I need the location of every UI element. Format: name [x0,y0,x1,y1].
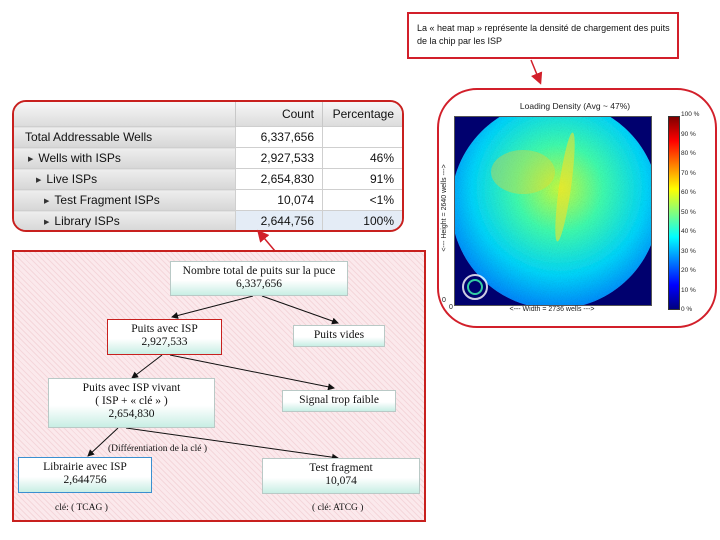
arrow-isp-to-weak [169,354,335,391]
row-label-expandable[interactable]: ▶ Live ISPs [14,168,236,190]
table-row: ▶ Live ISPs 2,654,830 91% [14,168,402,190]
row-label-expandable[interactable]: ▶ Wells with ISPs [14,147,236,169]
heatmap-plot [454,116,652,306]
key-differentiation-label: (Différentiation de la clé ) [108,444,207,454]
node-wells-with-isp: Puits avec ISP 2,927,533 [107,319,222,355]
expand-triangle-icon[interactable]: ▶ [44,219,50,226]
colorbar-tick: 90 % [681,130,696,138]
node-label: Librairie avec ISP [43,461,127,473]
colorbar-tick: 60 % [681,189,696,196]
colorbar-tick: 40 % [681,228,696,235]
heatmap-colorbar [668,116,680,310]
node-label: Puits avec ISP vivant [82,382,181,394]
colorbar-tick: 70 % [681,169,696,177]
row-percentage: 91% [322,168,402,190]
row-percentage: <1% [322,189,402,211]
row-label: Total Addressable Wells [14,126,236,148]
arrow-isp-to-live [131,354,163,379]
table-row: ▶ Library ISPs 2,644,756 100% [14,210,402,230]
node-label: Test fragment [309,462,373,474]
row-count: 10,074 [235,189,323,211]
row-count: 6,337,656 [235,126,323,148]
table-row: ▶ Wells with ISPs 2,927,533 46% [14,147,402,169]
key-library-label: clé: ( TCAG ) [55,503,108,513]
stats-table-panel: Count Percentage Total Addressable Wells… [12,100,404,232]
heatmap-annotation-box: La « heat map » représente la densité de… [407,12,679,59]
expand-triangle-icon[interactable]: ▶ [28,156,34,163]
node-sublabel: ( ISP + « clé » ) [95,395,168,407]
node-value: 2,927,533 [141,336,188,348]
colorbar-tick: 50 % [681,208,696,216]
node-empty-wells: Puits vides [293,325,385,347]
expand-triangle-icon[interactable]: ▶ [36,177,42,184]
table-row: Total Addressable Wells 6,337,656 [14,126,402,148]
key-test-label: ( clé: ATCG ) [312,503,364,513]
node-value: 2,654,830 [108,408,155,420]
row-label: Test Fragment ISPs [54,193,160,207]
row-count: 2,654,830 [235,168,323,190]
heatmap-hot-region [491,150,555,194]
heatmap-image [455,117,651,305]
column-header-label [14,102,236,127]
row-label: Live ISPs [46,172,98,186]
row-percentage: 46% [322,147,402,169]
heatmap-x-axis-label: <--- Width = 2736 wells ---> [509,306,595,313]
diagram-to-table-arrow [257,229,276,252]
column-header-count[interactable]: Count [235,102,323,127]
table-header-row: Count Percentage [14,102,402,127]
node-value: 10,074 [325,475,357,487]
node-signal-too-weak: Signal trop faible [282,390,396,412]
node-live-isp: Puits avec ISP vivant ( ISP + « clé » ) … [48,378,215,428]
node-label: Nombre total de puits sur la puce [182,265,336,277]
arrow-live-to-lib [87,427,119,457]
node-label: Puits avec ISP [131,323,198,335]
row-label: Wells with ISPs [38,151,121,165]
node-test-fragment: Test fragment 10,074 [262,458,420,494]
annotation-arrow [530,59,543,85]
arrow-total-to-empty [261,295,339,325]
node-total-wells: Nombre total de puits sur la puce 6,337,… [170,261,348,296]
heatmap-edge-ring [462,274,488,300]
row-label-expandable[interactable]: ▶ Library ISPs [14,210,236,230]
stats-table: Count Percentage Total Addressable Wells… [14,102,402,230]
row-count: 2,927,533 [235,147,323,169]
row-percentage [322,126,402,148]
colorbar-tick: 20 % [681,267,696,274]
heatmap-title: Loading Density (Avg ~ 47%) [519,101,631,111]
colorbar-tick: 30 % [681,247,696,255]
table-row: ▶ Test Fragment ISPs 10,074 <1% [14,189,402,211]
arrow-total-to-isp [171,295,254,319]
colorbar-tick: 100 % [681,111,700,118]
colorbar-tick: 10 % [681,286,696,294]
row-percentage: 100% [322,210,402,230]
colorbar-tick: 80 % [681,150,696,157]
heatmap-origin-y: 0 [442,297,446,304]
colorbar-tick-labels: 100 % 90 % 80 % 70 % 60 % 50 % 40 % 30 %… [681,111,711,313]
arrow-live-to-test [125,427,339,461]
node-value: 2,644756 [63,474,107,486]
expand-triangle-icon[interactable]: ▶ [44,198,50,205]
row-count: 2,644,756 [235,210,323,230]
row-label: Library ISPs [54,214,120,228]
column-header-percentage[interactable]: Percentage [322,102,402,127]
node-library-isp: Librairie avec ISP 2,644756 [18,457,152,493]
row-label-expandable[interactable]: ▶ Test Fragment ISPs [14,189,236,211]
node-value: 6,337,656 [236,278,282,290]
node-label: Puits vides [313,329,365,341]
annotation-text: La « heat map » représente la densité de… [417,23,670,46]
node-label: Signal trop faible [299,394,379,406]
heatmap-dark-corner [455,267,495,305]
heatmap-origin-x: 0 [449,304,453,311]
colorbar-tick: 0 % [681,306,693,313]
heatmap-hot-streak [555,132,575,242]
